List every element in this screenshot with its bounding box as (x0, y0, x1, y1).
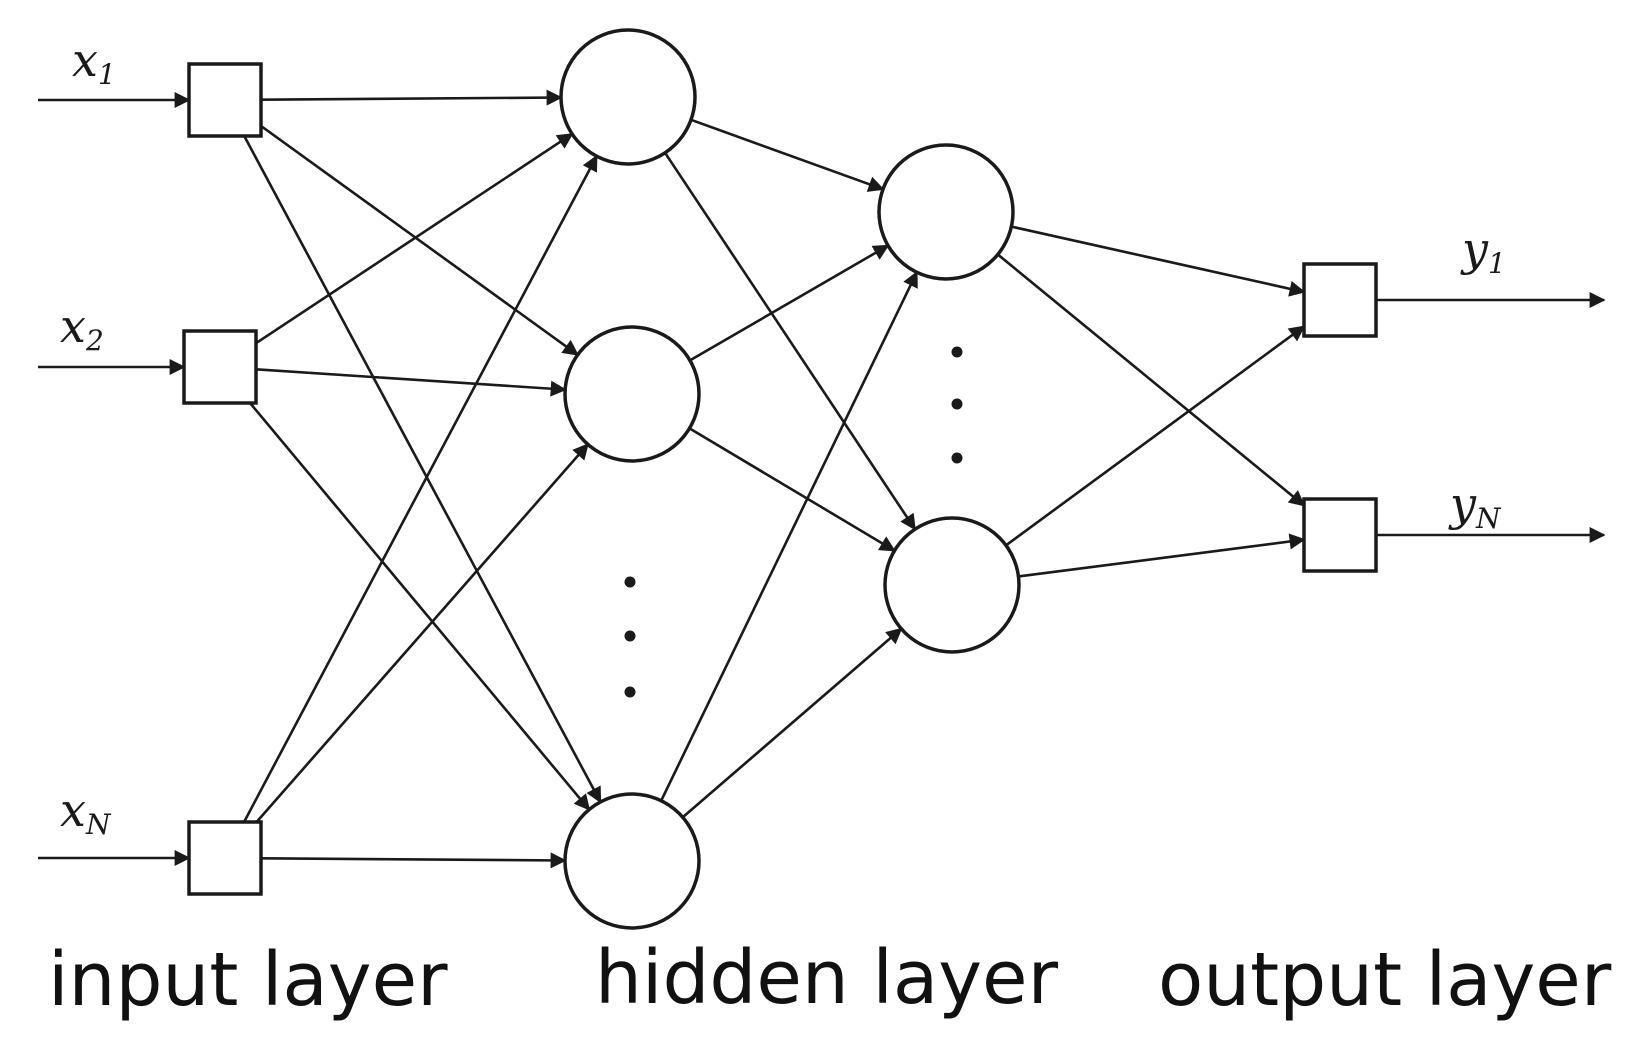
edge-x1-h1-2 (260, 124, 579, 356)
hidden-node-h2-n (883, 516, 1021, 654)
edge-h1-2-h2-n (688, 427, 896, 552)
input-layer-label: input layer (48, 937, 448, 1023)
edge-h2-n-yN (1018, 533, 1306, 578)
hidden-layer-2-ellipsis-dot (951, 346, 963, 358)
edge-h2-1-yN (996, 253, 1306, 507)
edge-xN-h1-n (260, 852, 567, 869)
input-node-x2 (182, 329, 258, 405)
hidden-node-h2-1 (877, 143, 1015, 281)
output-label-y1: y1 (1460, 222, 1506, 280)
edge-x2-h1-n (249, 402, 591, 811)
input-node-xN (187, 820, 263, 896)
edge-h2-n-y1 (1005, 325, 1306, 547)
edge-h2-1-y1 (1011, 225, 1306, 297)
output-layer-label: output layer (1158, 937, 1612, 1023)
hidden-node-h1-2 (563, 325, 701, 463)
hidden-layer-1-ellipsis-dot (624, 576, 636, 588)
hidden-layer-1-ellipsis-dot (624, 686, 636, 698)
hidden-node-h1-1 (559, 28, 697, 166)
edge-h1-1-h2-1 (690, 118, 885, 192)
input-label-x1: x1 (72, 33, 116, 91)
edge-h1-n-h2-1 (660, 270, 918, 802)
hidden-layer-label: hidden layer (595, 935, 1059, 1021)
hidden-layer-1-ellipsis-dot (624, 630, 636, 642)
hidden-node-h1-n (563, 792, 701, 930)
edge-x1-h1-n (243, 135, 602, 804)
variable-labels: x1 x2 xN y1 yN (60, 33, 1506, 841)
edge-h1-n-h2-n (681, 627, 903, 819)
edge-h1-2-h2-1 (689, 244, 890, 362)
ellipsis-dots (624, 346, 963, 698)
edge-x1-h1-1 (260, 89, 563, 106)
edge-x2-h1-1 (255, 132, 574, 345)
nodes (182, 28, 1378, 930)
output-label-yN: yN (1448, 477, 1502, 535)
edge-xN-h1-2 (255, 443, 589, 823)
hidden-layer-2-ellipsis-dot (951, 452, 963, 464)
connections (38, 89, 1606, 869)
input-label-x2: x2 (60, 299, 104, 357)
input-label-xN: xN (60, 783, 112, 841)
edge-x2-h1-2 (255, 368, 567, 397)
edge-h1-1-h2-n (663, 152, 917, 531)
input-node-x1 (187, 62, 263, 138)
output-node-y1 (1302, 262, 1378, 338)
output-node-yN (1302, 497, 1378, 573)
hidden-layer-2-ellipsis-dot (951, 398, 963, 410)
edge-xN-h1-1 (242, 154, 598, 823)
